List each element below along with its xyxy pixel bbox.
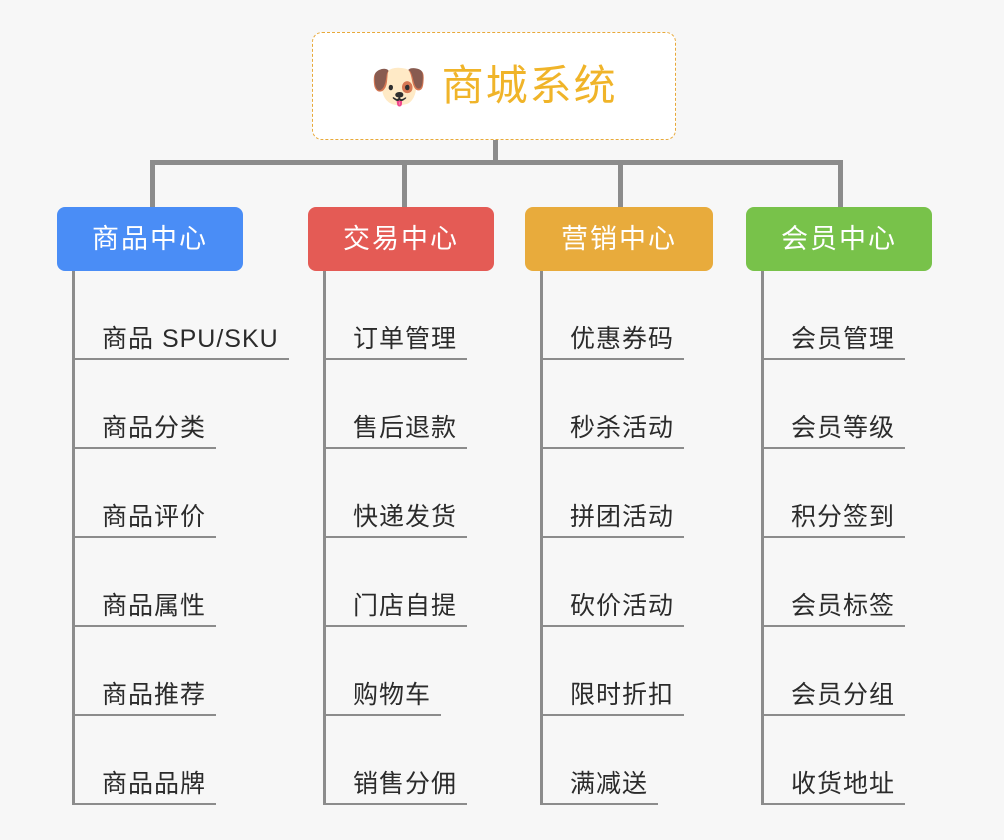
leaf-label: 商品分类 <box>102 413 207 442</box>
connector-column-stem <box>761 271 764 805</box>
leaf-label: 商品推荐 <box>102 680 207 709</box>
root-node-title: 商城系统 <box>441 62 618 109</box>
connector-horizontal-bus <box>150 160 842 165</box>
connector-drop-category-4 <box>838 160 843 208</box>
leaf-label: 销售分佣 <box>353 769 458 798</box>
shiba-dog-face-icon: 🐶 <box>370 60 428 112</box>
leaf-label: 会员管理 <box>791 324 896 353</box>
leaf-label: 拼团活动 <box>570 502 675 531</box>
category-box-product-center[interactable]: 商品中心 <box>57 207 243 271</box>
connector-drop-category-2 <box>402 160 407 208</box>
leaf-label: 砍价活动 <box>570 591 675 620</box>
leaf-label: 商品评价 <box>102 502 207 531</box>
leaf-label: 限时折扣 <box>570 680 675 709</box>
category-label: 会员中心 <box>781 223 897 254</box>
leaf-label: 快递发货 <box>353 502 458 531</box>
root-node-shop-system[interactable]: 🐶 商城系统 <box>312 32 676 140</box>
category-box-trade-center[interactable]: 交易中心 <box>308 207 494 271</box>
leaf-label: 订单管理 <box>353 324 458 353</box>
connector-root-vertical <box>493 140 498 165</box>
connector-drop-category-1 <box>150 160 155 208</box>
leaf-label: 秒杀活动 <box>570 413 675 442</box>
leaf-label: 商品 SPU/SKU <box>102 324 279 353</box>
category-box-marketing-center[interactable]: 营销中心 <box>525 207 713 271</box>
leaf-label: 收货地址 <box>791 769 896 798</box>
connector-column-stem <box>540 271 543 805</box>
leaf-label: 会员分组 <box>791 680 896 709</box>
category-label: 交易中心 <box>343 223 459 254</box>
connector-column-stem <box>72 271 75 805</box>
category-label: 营销中心 <box>561 223 677 254</box>
leaf-label: 会员标签 <box>791 591 896 620</box>
leaf-label: 商品品牌 <box>102 769 207 798</box>
connector-drop-category-3 <box>618 160 623 208</box>
leaf-label: 会员等级 <box>791 413 896 442</box>
leaf-label: 商品属性 <box>102 591 207 620</box>
leaf-label: 积分签到 <box>791 502 896 531</box>
leaf-label: 满减送 <box>570 769 649 798</box>
leaf-label: 门店自提 <box>353 591 458 620</box>
leaf-label: 优惠券码 <box>570 324 675 353</box>
leaf-label: 售后退款 <box>353 413 458 442</box>
leaf-label: 购物车 <box>353 680 432 709</box>
category-label: 商品中心 <box>92 223 208 254</box>
connector-column-stem <box>323 271 326 805</box>
category-box-member-center[interactable]: 会员中心 <box>746 207 932 271</box>
